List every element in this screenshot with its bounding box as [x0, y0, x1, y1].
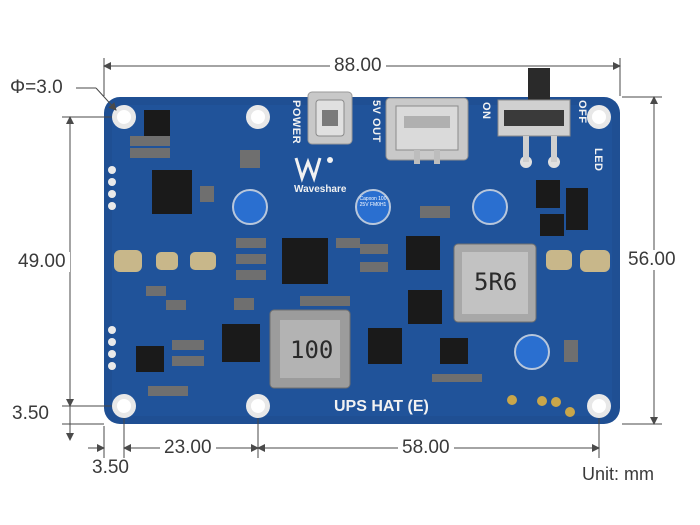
label-power: POWER	[290, 100, 302, 145]
dim-overall-height: 56.00	[624, 250, 680, 270]
label-5v-out: 5V OUT	[370, 100, 382, 143]
pogo-pins	[507, 395, 575, 417]
waveshare-logo-icon	[294, 157, 333, 183]
dim-hole-diameter: Φ=3.0	[6, 78, 67, 98]
slide-switch	[497, 68, 571, 168]
mount-holes	[112, 105, 611, 418]
pcb-inner-shade	[112, 105, 612, 416]
dim-overall-width: 88.00	[330, 56, 386, 76]
label-on: ON	[480, 102, 492, 120]
capacitors	[232, 189, 550, 370]
usb-a-port	[385, 97, 469, 164]
brand-name: Waveshare	[294, 184, 347, 195]
label-off: OFF	[576, 100, 588, 124]
dim-left-segment: 23.00	[160, 438, 216, 458]
inductor-5r6	[453, 243, 537, 323]
unit-label: Unit: mm	[582, 464, 654, 484]
inductor-5r6-marking: 5R6	[474, 268, 518, 296]
edge-pads	[108, 166, 116, 370]
dim-hole-spacing-vertical: 49.00	[14, 252, 70, 272]
dim-right-segment: 58.00	[398, 438, 454, 458]
capacitor-marking: Capxon 100 25V FM0H1	[359, 196, 387, 208]
label-led: LED	[592, 148, 604, 172]
dim-edge-offset-bottom: 3.50	[8, 404, 53, 424]
inductor-100-marking: 100	[290, 336, 334, 364]
inductor-100	[269, 309, 351, 389]
smd-components	[130, 136, 578, 396]
product-name: UPS HAT (E)	[334, 398, 429, 415]
dim-edge-offset-left: 3.50	[88, 458, 133, 478]
usb-c-port	[307, 91, 353, 145]
ic-chips	[136, 110, 588, 372]
battery-pads	[114, 250, 610, 272]
